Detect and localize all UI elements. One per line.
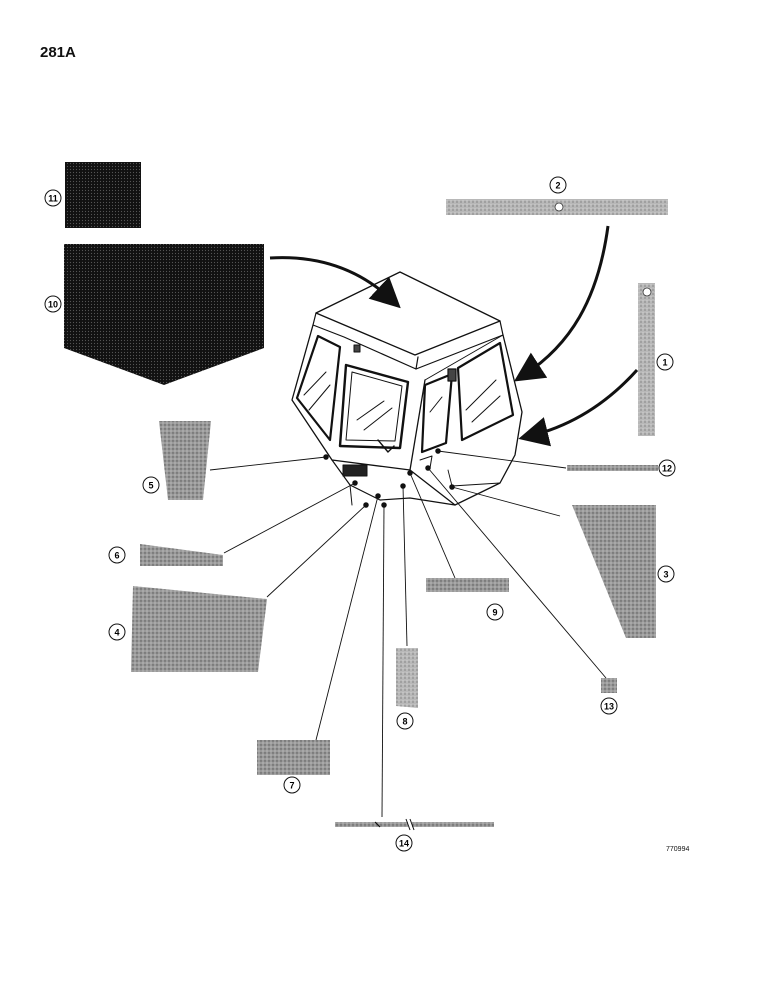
svg-text:14: 14 [399,839,409,849]
decal-1 [638,283,655,436]
svg-text:1: 1 [662,358,667,368]
cab-illustration [291,271,523,506]
callout-2: 2 [549,176,567,194]
callout-12: 12 [658,459,676,477]
arrow-decal-1 [518,368,639,447]
callout-8: 8 [396,712,414,730]
svg-text:13: 13 [604,702,614,712]
svg-text:12: 12 [662,464,672,474]
arrow-decal-2 [513,225,610,382]
svg-text:11: 11 [48,194,58,204]
svg-text:9: 9 [492,608,497,618]
callout-14: 14 [395,834,413,852]
decal-10 [64,244,264,385]
callout-4: 4 [108,623,126,641]
svg-text:2: 2 [555,181,560,191]
callout-13: 13 [600,697,618,715]
decal-14-left [335,822,408,827]
page-number: 281A [40,44,76,61]
svg-text:5: 5 [148,481,153,491]
decal-4 [131,586,267,672]
svg-text:10: 10 [48,300,58,310]
pointer-arrows [269,225,639,447]
svg-text:8: 8 [402,717,407,727]
svg-text:7: 7 [289,781,294,791]
svg-text:3: 3 [663,570,668,580]
figure-code: 770994 [666,846,690,853]
decal-6 [140,544,223,566]
callout-5: 5 [142,476,160,494]
decal-11 [65,162,141,228]
decal-2-hole [554,202,564,212]
arrow-decal-10 [269,256,401,309]
callout-10: 10 [44,295,62,313]
callout-1: 1 [656,353,674,371]
decal-14-right [412,822,494,827]
decal-1-hole [642,287,652,297]
callout-11: 11 [44,189,62,207]
callout-9: 9 [486,603,504,621]
svg-text:6: 6 [114,551,119,561]
decal-9 [426,578,509,592]
decal-3 [572,505,656,638]
callout-3: 3 [657,565,675,583]
decal-8 [396,648,418,708]
callout-7: 7 [283,776,301,794]
decal-7 [257,740,330,775]
decal-12 [567,465,658,471]
leader-lines [209,448,607,831]
callout-6: 6 [108,546,126,564]
svg-text:4: 4 [114,628,119,638]
decal-5 [159,421,211,500]
decal-13 [601,678,617,693]
